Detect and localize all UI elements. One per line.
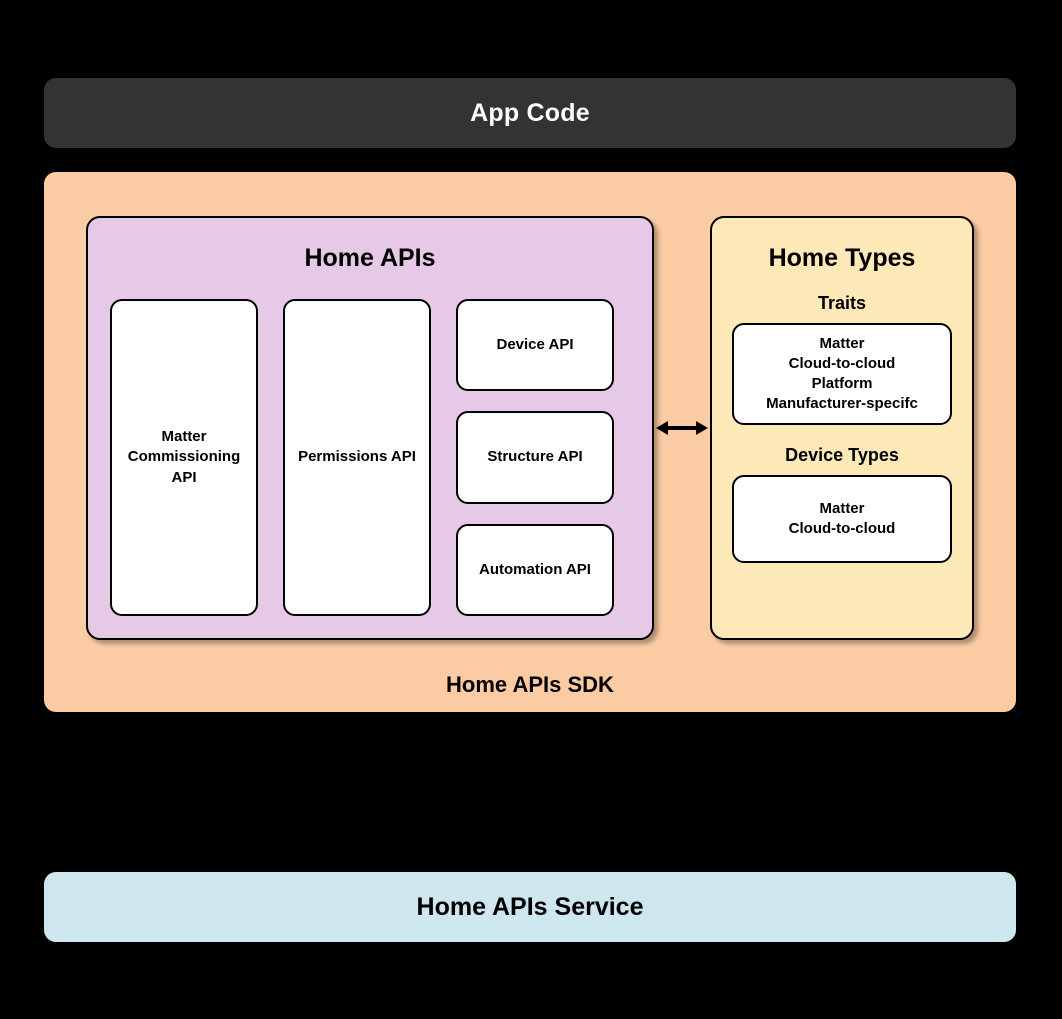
home-apis-title: Home APIs bbox=[304, 244, 436, 272]
home-apis-sdk-label: Home APIs SDK bbox=[446, 672, 614, 697]
device-api-card[interactable]: Device API bbox=[456, 299, 614, 392]
permissions-api-card[interactable]: Permissions API bbox=[283, 299, 431, 616]
home-apis-service-label: Home APIs Service bbox=[416, 892, 644, 921]
api-card-stack: Device API Structure API Automation API bbox=[456, 299, 614, 616]
app-code-bar: App Code bbox=[44, 78, 1016, 148]
structure-api-card[interactable]: Structure API bbox=[456, 411, 614, 504]
automation-api-card[interactable]: Automation API bbox=[456, 523, 614, 616]
traits-heading: Traits bbox=[817, 293, 867, 313]
device-types-heading: Device Types bbox=[785, 445, 899, 465]
home-types-title: Home Types bbox=[768, 244, 916, 272]
app-code-label: App Code bbox=[470, 98, 590, 127]
double-arrow-horizontal-icon bbox=[656, 421, 708, 435]
connector-area bbox=[654, 216, 710, 640]
home-apis-service-bar: Home APIs Service bbox=[44, 872, 1016, 942]
